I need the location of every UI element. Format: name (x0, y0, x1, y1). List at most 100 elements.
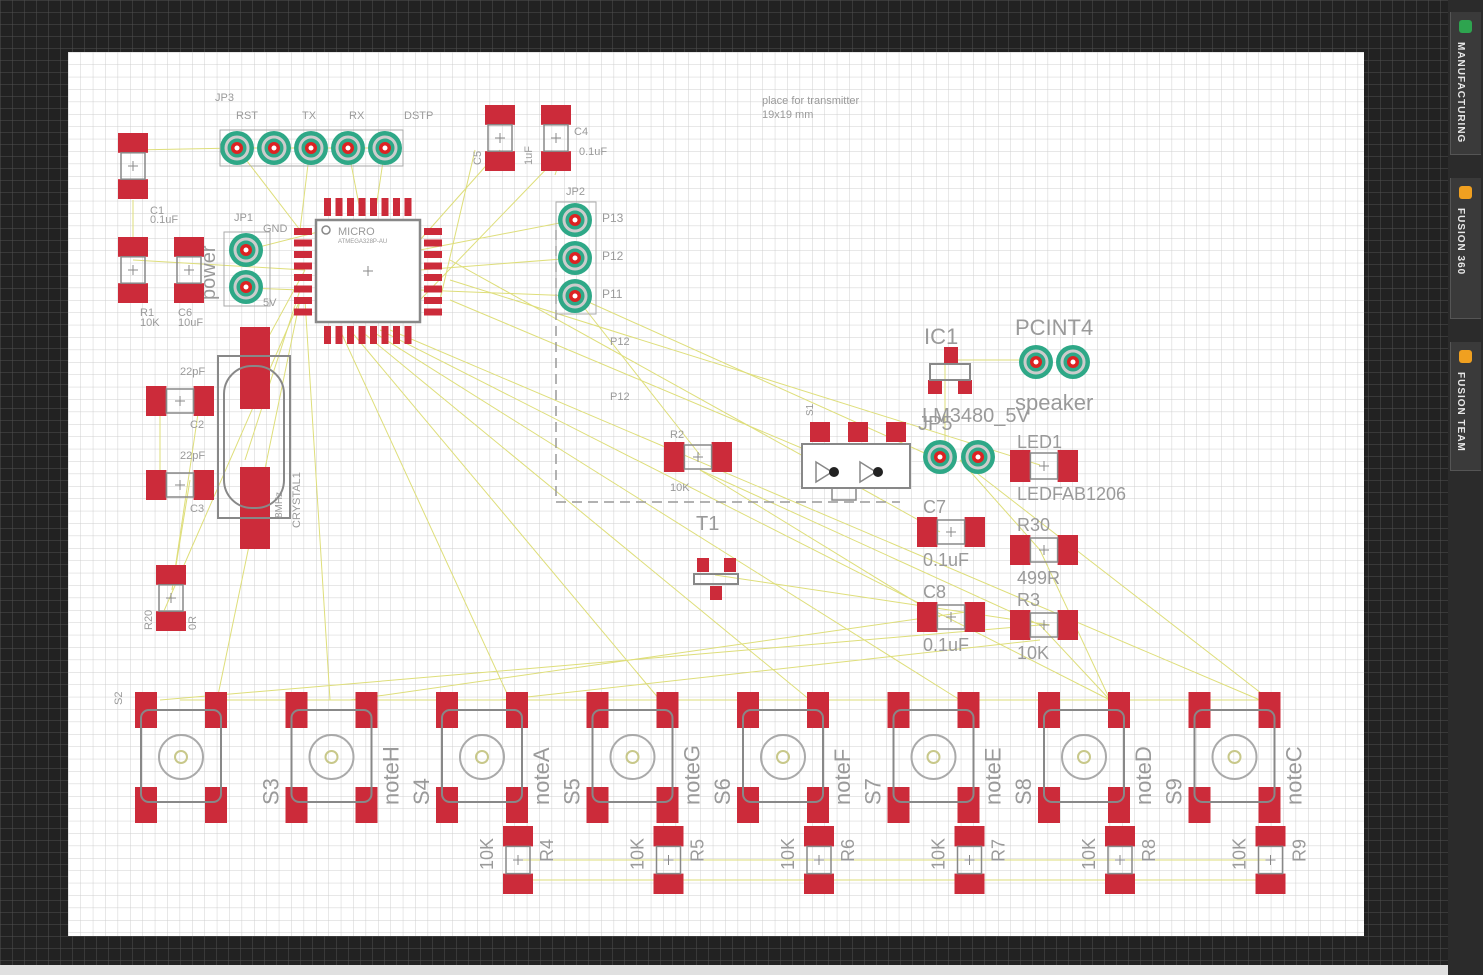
via-hole (382, 145, 388, 151)
airwire (349, 329, 661, 701)
jp5-label: JP5 (918, 413, 952, 435)
jp2-label: JP2 (566, 186, 585, 198)
r1-label: R1 (140, 307, 154, 319)
chip-pad-left-3 (294, 262, 312, 270)
r2-body (683, 444, 713, 470)
via-ring (233, 274, 259, 300)
origin-mark (175, 480, 185, 490)
p12-label: P12 (602, 249, 624, 263)
c2-pad1 (146, 386, 167, 416)
airwire (304, 299, 331, 701)
ic1-pad-top (944, 347, 958, 365)
c5-pad1 (485, 105, 515, 125)
via-ring (562, 207, 588, 233)
airwire (699, 469, 1041, 626)
switch-1-note: noteH (379, 746, 404, 805)
origin-mark (495, 133, 505, 143)
c1-value: 0.1uF (150, 214, 178, 226)
resistor-R9-pad1 (1255, 826, 1286, 847)
switch-5-center (926, 750, 941, 764)
origin-mark (693, 452, 703, 462)
switch-3-pad-bl (586, 787, 609, 823)
r2-value: 10K (670, 482, 690, 494)
r30-body (1029, 537, 1059, 563)
resistor-R8-pad1 (1105, 826, 1135, 847)
via-ring (1060, 349, 1086, 375)
origin-mark (946, 612, 956, 622)
airwire (959, 459, 1271, 701)
via-hole (572, 255, 578, 261)
c6-label: C6 (178, 307, 192, 319)
chip-pad-top-4 (370, 198, 377, 216)
chip-pad-top-6 (393, 198, 400, 216)
chip-pad-top-5 (381, 198, 389, 216)
switch-1-actuator (308, 734, 355, 780)
c5-body (487, 124, 513, 152)
chip-pad-bottom-6 (393, 326, 400, 344)
switch-6-body (1043, 709, 1125, 803)
airwire (714, 574, 1051, 626)
r30-pad1 (1010, 535, 1031, 565)
parts-layer (118, 105, 1286, 894)
ledfab-label: LEDFAB1206 (1017, 484, 1126, 504)
via-ring (927, 444, 953, 470)
tab-manufacturing[interactable]: MANUFACTURING (1450, 12, 1481, 155)
resistor-R4-ref: R4 (537, 839, 557, 862)
switch-2-actuator (459, 734, 505, 780)
switch-7-actuator (1211, 734, 1258, 780)
speaker-label: speaker (1015, 390, 1093, 415)
resistor-R5-value: 10K (628, 838, 648, 870)
p12-label-a: P12 (610, 336, 630, 348)
chip-pad-right-1 (424, 239, 442, 247)
c4-pad2 (541, 151, 571, 171)
r2-label: R2 (670, 429, 684, 441)
c6-pad2 (174, 283, 204, 303)
switch-4-actuator (760, 734, 806, 780)
c5-label: C5 (472, 151, 484, 165)
chip-pad-top-3 (358, 198, 366, 216)
c8-pad1 (917, 602, 938, 632)
r20-pad2 (156, 611, 186, 631)
chip-pad-bottom-3 (358, 326, 366, 344)
r3-value: 10K (1017, 643, 1049, 663)
c7-body (936, 519, 966, 545)
origin-mark (128, 265, 138, 275)
t1-pad-3 (710, 586, 722, 600)
jp1-label: JP1 (234, 212, 253, 224)
chip-pad-bottom-5 (381, 326, 389, 344)
c1-top-body (120, 152, 146, 180)
crystal-outline (217, 355, 291, 519)
resistor-R8-body (1107, 845, 1133, 875)
via-hole (243, 247, 249, 253)
airwire (499, 639, 1041, 701)
airwire (574, 295, 941, 461)
airwire (359, 329, 811, 701)
via-ring (965, 444, 991, 470)
via-ring (562, 283, 588, 309)
resistor-R9-value: 10K (1230, 838, 1250, 870)
switch-4-ref: S6 (710, 778, 735, 805)
r3-body (1029, 612, 1059, 638)
tab-fusion-team[interactable]: FUSION TEAM (1450, 342, 1481, 471)
transmitter-outline (555, 230, 900, 503)
switch-7-pad-br (1258, 787, 1281, 823)
resistor-R8-pad2 (1105, 873, 1135, 894)
origin-mark (1039, 545, 1049, 555)
airwire (236, 147, 301, 231)
chip-pin1-mark (321, 225, 331, 235)
tab-fusion-360[interactable]: FUSION 360 (1450, 178, 1481, 319)
r2-pad1 (664, 442, 685, 472)
r3-pad2 (1057, 610, 1078, 640)
r2-pad2 (711, 442, 732, 472)
c2-pad2 (193, 386, 214, 416)
resistor-R4-pad1 (503, 826, 533, 847)
switch-3-body (591, 709, 674, 803)
c2-body (165, 388, 195, 414)
airwire (439, 149, 476, 301)
c1-top-pad2 (118, 179, 148, 199)
switch-0-pad-br (205, 787, 227, 823)
airwire (419, 219, 576, 251)
chip-pad-left-2 (294, 251, 312, 258)
via-ring (298, 135, 324, 161)
